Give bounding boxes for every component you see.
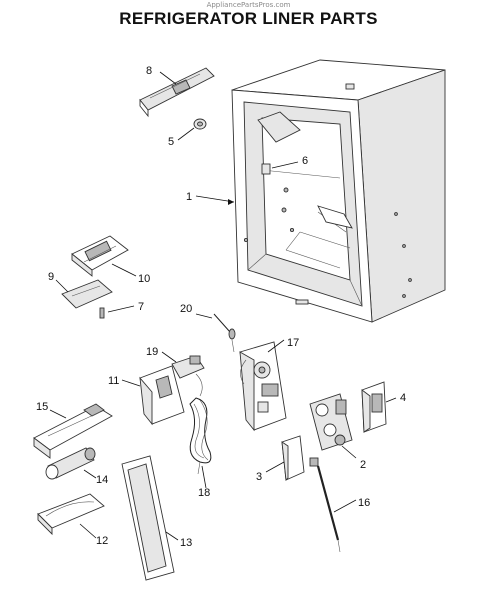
callout-17: 17	[287, 337, 299, 349]
part-control-assembly	[239, 341, 287, 432]
callout-14: 14	[96, 474, 108, 486]
leader-6	[271, 161, 299, 169]
callout-8: 8	[146, 65, 152, 77]
leader-3	[265, 461, 285, 473]
callout-6: 6	[302, 155, 308, 167]
callout-3: 3	[256, 471, 262, 483]
leader-1	[195, 195, 235, 203]
part-thermistor	[213, 313, 236, 353]
diagram-title: REFRIGERATOR LINER PARTS	[119, 9, 378, 28]
part-filter-cartridge	[45, 447, 96, 480]
leader-11	[121, 379, 141, 387]
part-trim-panel	[121, 455, 175, 581]
part-wire-harness	[189, 397, 212, 475]
callout-18: 18	[198, 487, 210, 499]
watermark: AppliancePartsPros.com	[206, 1, 291, 9]
part-bracket-4	[361, 381, 387, 433]
part-screw	[99, 307, 105, 319]
leader-13	[165, 531, 179, 541]
leader-5	[177, 127, 195, 141]
part-filter-cover	[37, 493, 105, 536]
callout-15: 15	[36, 401, 48, 413]
leader-19	[161, 351, 177, 363]
callout-10: 10	[138, 273, 150, 285]
callout-19: 19	[146, 346, 158, 358]
part-vent-cover	[139, 67, 215, 118]
part-bracket-3	[281, 435, 305, 481]
part-clip-6	[261, 163, 271, 175]
callout-20: 20	[180, 303, 192, 315]
callout-1: 1	[186, 191, 192, 203]
leader-18	[201, 465, 207, 489]
leader-17	[267, 339, 285, 353]
leader-20	[195, 313, 213, 319]
part-control-board	[61, 279, 113, 309]
leader-2	[341, 445, 357, 459]
leader-8	[159, 71, 177, 85]
part-filter-housing	[33, 403, 113, 459]
leader-4	[385, 397, 397, 403]
part-water-valve	[309, 393, 353, 451]
leader-10	[111, 263, 137, 277]
leader-16	[333, 499, 357, 513]
part-connector	[171, 355, 205, 397]
part-grommet	[193, 118, 207, 130]
part-control-housing	[71, 235, 129, 277]
leader-15	[49, 409, 67, 419]
leader-7	[107, 305, 135, 313]
part-liner	[231, 59, 446, 323]
callout-7: 7	[138, 301, 144, 313]
callout-9: 9	[48, 271, 54, 283]
leader-14	[83, 469, 97, 479]
callout-4: 4	[400, 392, 406, 404]
leader-12	[79, 523, 97, 539]
callout-13: 13	[180, 537, 192, 549]
callout-12: 12	[96, 535, 108, 547]
callout-16: 16	[358, 497, 370, 509]
callout-5: 5	[168, 136, 174, 148]
callout-2: 2	[360, 459, 366, 471]
part-bracket-11	[139, 365, 185, 426]
leader-9	[55, 279, 69, 293]
callout-11: 11	[108, 375, 119, 387]
part-water-tube	[309, 457, 341, 553]
